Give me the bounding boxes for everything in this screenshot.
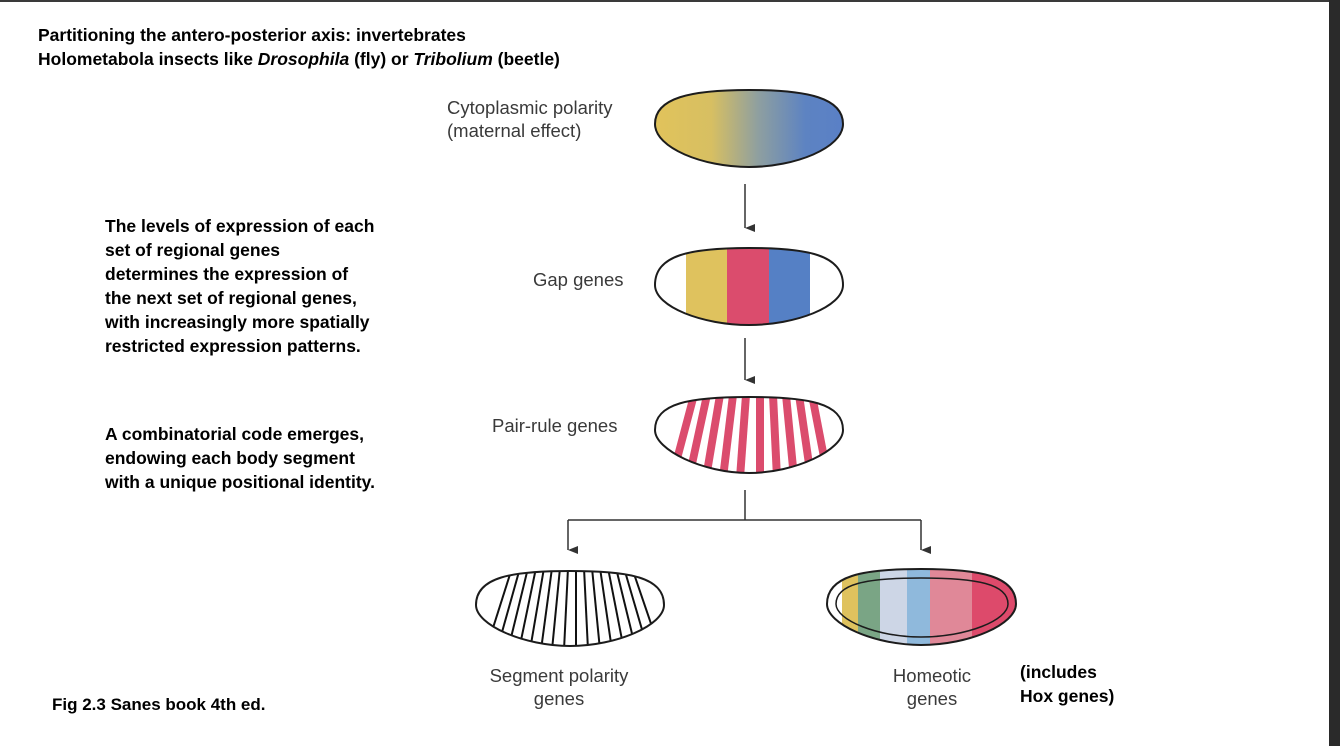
- homeotic-embryo: [825, 567, 1018, 647]
- species-drosophila: Drosophila: [257, 49, 350, 69]
- segment-line-2: genes: [533, 688, 585, 709]
- segment-line-1: Segment polarity: [489, 665, 629, 686]
- top-edge: [0, 0, 1329, 2]
- title-mid: (fly) or: [349, 49, 414, 69]
- cytoplasmic-line-1: Cytoplasmic polarity: [447, 97, 613, 118]
- species-tribolium: Tribolium: [413, 49, 493, 69]
- branch-connector: [567, 490, 931, 554]
- homeotic-line-2: genes: [906, 688, 958, 709]
- hox-note-line-1: (includes: [1020, 662, 1097, 682]
- title-prefix: Holometabola insects like: [38, 49, 258, 69]
- label-gap-genes: Gap genes: [533, 269, 624, 290]
- slide-title: Partitioning the antero-posterior axis: …: [38, 23, 560, 71]
- title-line-2: Holometabola insects like Drosophila (fl…: [38, 47, 560, 71]
- window-right-edge: [1329, 0, 1340, 746]
- hox-note: (includes Hox genes): [1020, 660, 1114, 708]
- hox-note-line-2: Hox genes): [1020, 686, 1115, 706]
- explanation-paragraph-1: The levels of expression of each set of …: [105, 216, 375, 356]
- label-pair-rule-genes: Pair-rule genes: [492, 415, 618, 436]
- homeotic-line-1: Homeotic: [892, 665, 972, 686]
- label-homeotic-genes: Homeotic genes: [878, 664, 986, 710]
- segment-polarity-embryo: [474, 569, 666, 648]
- cytoplasmic-embryo: [653, 88, 845, 169]
- title-line-1: Partitioning the antero-posterior axis: …: [38, 25, 466, 45]
- explanation-paragraph-2: A combinatorial code emerges, endowing e…: [105, 424, 375, 492]
- gap-genes-embryo: [653, 246, 845, 327]
- pair-rule-embryo: [653, 395, 845, 475]
- title-suffix: (beetle): [492, 49, 560, 69]
- label-cytoplasmic-polarity: Cytoplasmic polarity (maternal effect): [447, 96, 613, 142]
- label-segment-polarity: Segment polarity genes: [461, 664, 657, 710]
- cytoplasmic-line-2: (maternal effect): [447, 120, 582, 141]
- figure-caption: Fig 2.3 Sanes book 4th ed.: [52, 695, 266, 714]
